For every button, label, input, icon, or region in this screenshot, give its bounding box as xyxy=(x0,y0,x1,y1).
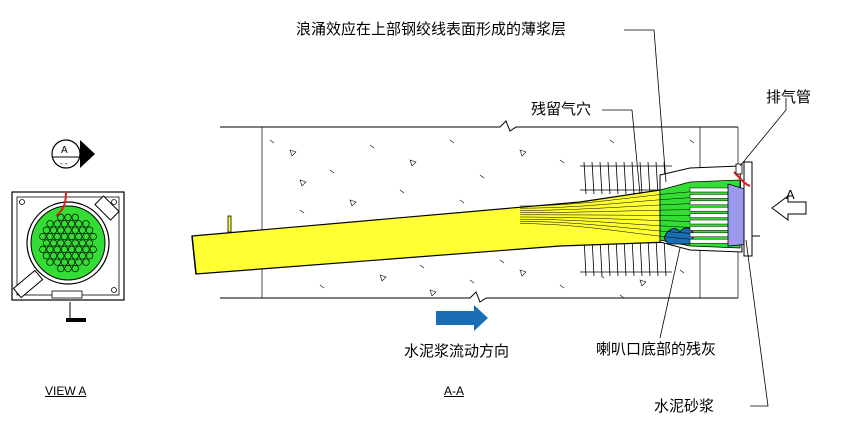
strand-dot xyxy=(85,252,94,260)
view-a-caption: VIEW A xyxy=(45,384,87,398)
strand-dot xyxy=(75,220,83,228)
strand-dot xyxy=(71,226,79,234)
strand-dot xyxy=(57,213,65,221)
strand-dot xyxy=(46,245,54,253)
grout-fill-circle xyxy=(30,205,106,281)
strand-dot xyxy=(67,258,76,266)
vent-line-view-a xyxy=(55,191,67,217)
leader-lines xyxy=(602,29,787,407)
strand-dot xyxy=(53,220,61,228)
strand-dot xyxy=(49,226,58,234)
strand-dot xyxy=(75,245,83,253)
cement-mortar-label: 水泥砂浆 xyxy=(654,398,715,415)
strand-dot xyxy=(71,239,79,247)
residual-bubble-label: 残留气穴 xyxy=(531,101,592,118)
strand-dot xyxy=(85,239,94,247)
strand-dot xyxy=(82,258,90,266)
strand-dot xyxy=(67,245,76,253)
strand-dot xyxy=(60,233,69,241)
strand-dot xyxy=(78,226,87,234)
strand-dot xyxy=(71,265,79,273)
strand-dot xyxy=(53,233,61,241)
strand-dot xyxy=(75,258,83,266)
strand-dot xyxy=(46,233,54,241)
svg-text:- -: - - xyxy=(60,159,68,168)
strand-dot xyxy=(64,252,72,260)
strand-dot xyxy=(57,252,65,260)
section-aa-caption: A-A xyxy=(444,384,465,398)
residual-ash-label: 喇叭口底部的残灰 xyxy=(596,341,717,358)
strand-dot xyxy=(67,220,76,228)
view-arrow-letter: A xyxy=(786,187,795,202)
spiral-reinforcement-top xyxy=(580,161,672,195)
strand-dot xyxy=(39,245,47,253)
view-arrow xyxy=(771,195,807,221)
strand-dot xyxy=(39,233,47,241)
strand-dot xyxy=(49,252,58,260)
strand-dot xyxy=(64,226,72,234)
strand-dot xyxy=(42,252,51,260)
strand-dot xyxy=(64,265,72,273)
strand-dot xyxy=(89,233,97,241)
strand-dot xyxy=(46,258,54,266)
strand-dot xyxy=(82,245,90,253)
strand-dot xyxy=(64,239,72,247)
strand-dot xyxy=(53,258,61,266)
strand-dot xyxy=(57,265,65,273)
top-callout-label: 浪涌效应在上部钢绞线表面形成的薄浆层 xyxy=(296,21,567,38)
strand-dot xyxy=(53,245,61,253)
strand-dot xyxy=(67,233,76,241)
vent-pipe-label: 排气管 xyxy=(766,89,812,106)
strand-dot xyxy=(78,252,87,260)
strand-dot xyxy=(60,220,69,228)
section-marker: A - - xyxy=(51,139,95,169)
strand-dot xyxy=(60,245,69,253)
steel-strands xyxy=(519,187,737,244)
flow-arrow xyxy=(436,305,488,331)
strand-dot xyxy=(60,258,69,266)
strand-dot xyxy=(71,252,79,260)
vent-pipe-line xyxy=(733,171,751,188)
strand-dot xyxy=(82,233,90,241)
strand-dot xyxy=(57,239,65,247)
strand-dot xyxy=(71,213,79,221)
view-a-drawing: A - - xyxy=(11,139,125,322)
strand-dot xyxy=(49,239,58,247)
strand-dot xyxy=(57,226,65,234)
strand-dot xyxy=(46,220,54,228)
strand-dot xyxy=(42,239,51,247)
strand-dot xyxy=(82,220,90,228)
concrete-aggregate xyxy=(269,139,695,299)
strand-dot xyxy=(78,239,87,247)
section-marker-letter: A xyxy=(61,145,68,156)
strand-dot xyxy=(89,245,97,253)
strand-dot xyxy=(85,226,94,234)
section-aa-drawing xyxy=(191,29,807,407)
strand-bundle xyxy=(39,213,97,273)
flow-direction-label: 水泥浆流动方向 xyxy=(404,343,510,360)
strand-dot xyxy=(42,226,51,234)
strand-dot xyxy=(75,233,83,241)
strand-dot xyxy=(64,213,72,221)
